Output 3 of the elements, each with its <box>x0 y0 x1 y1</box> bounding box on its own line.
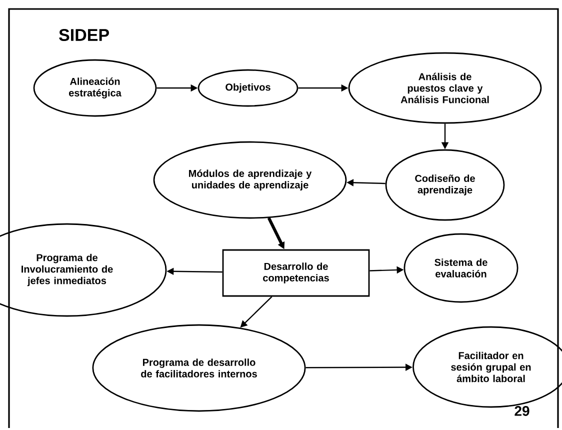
title: SIDEP <box>59 28 109 42</box>
page-number: 29 <box>514 406 530 416</box>
process-box: Desarrollo de competencias <box>222 249 370 297</box>
